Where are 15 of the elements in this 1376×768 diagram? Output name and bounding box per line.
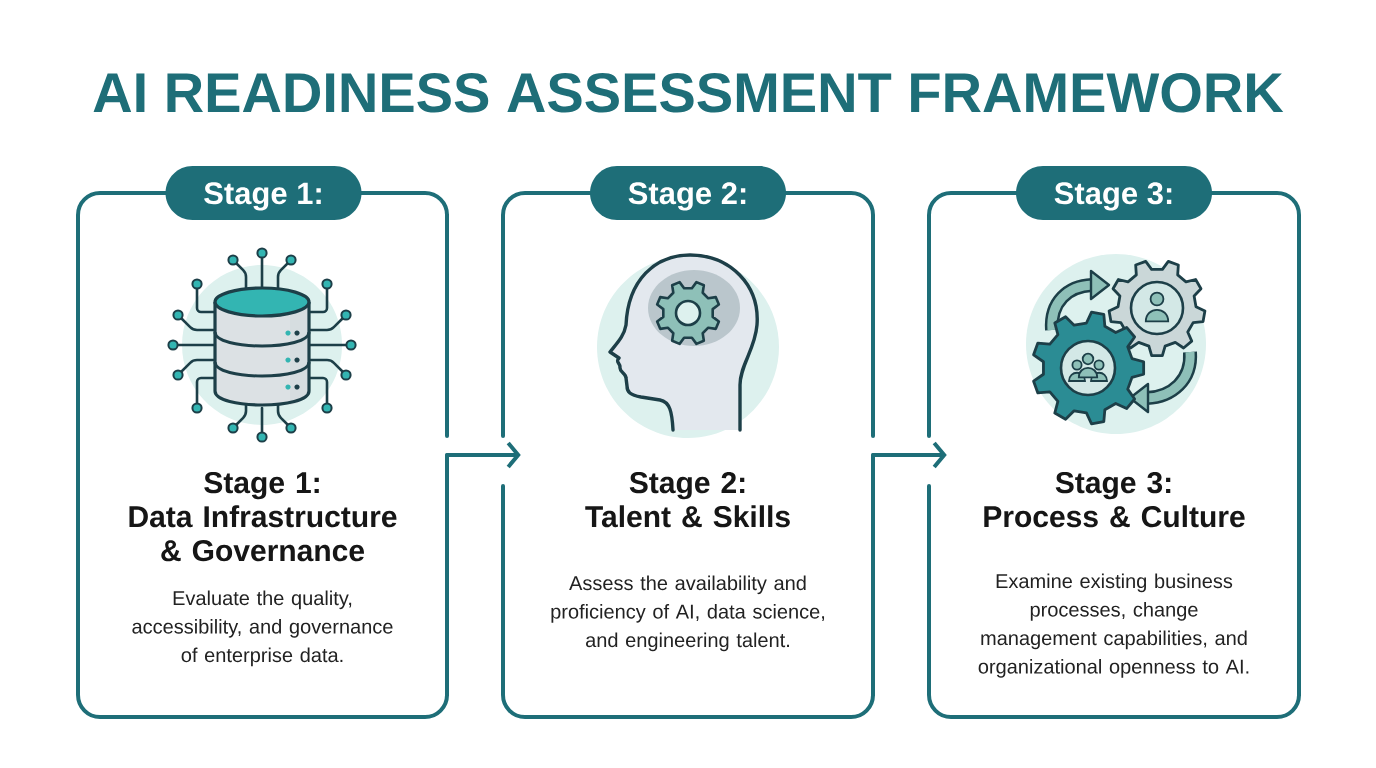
stage-tab: Stage 3:: [1016, 166, 1212, 220]
stage-title: Talent & Skills: [585, 505, 790, 528]
stage-label: Stage 1:: [204, 472, 319, 500]
title: AI READINESS ASSESSMENT FRAMEWORK: [93, 72, 1284, 113]
stage-tab: Stage 1:: [165, 166, 362, 220]
stage-title: Data Infrastructure & Governance: [129, 505, 397, 562]
stage-description: Evaluate the quality, accessibility, and governance of enterprise data.: [132, 590, 393, 667]
stage-title: Process & Culture: [984, 505, 1245, 528]
stage-label: Stage 3:: [1055, 472, 1171, 500]
stage-description: Assess the availability and proficiency of AI, data science, and engineering talent.: [551, 575, 824, 652]
stage-tab: Stage 2:: [590, 166, 786, 220]
arrow: [871, 441, 947, 469]
stage-label: Stage 2:: [629, 472, 745, 500]
arrow: [445, 441, 521, 469]
stage-description: Examine existing business processes, change management capabilities, and organizational openness to AI.: [978, 573, 1249, 678]
